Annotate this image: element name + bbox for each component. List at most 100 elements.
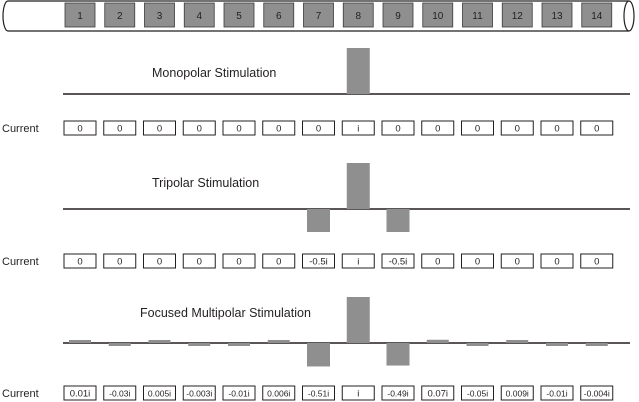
electrode-label: 1 xyxy=(77,11,83,22)
current-value-box xyxy=(500,385,534,401)
current-value-box xyxy=(341,385,375,401)
current-value: i xyxy=(357,124,359,135)
current-value-box xyxy=(500,120,534,136)
electrode-array-end-cap xyxy=(623,0,635,32)
current-value-box xyxy=(381,120,415,136)
current-bar-electrode-14 xyxy=(585,343,608,346)
current-value: -0.01i xyxy=(228,389,249,399)
current-value: 0 xyxy=(435,124,440,135)
current-value-box xyxy=(182,385,216,401)
current-value: 0 xyxy=(475,124,480,135)
current-value: -0.003i xyxy=(186,389,212,399)
current-value: 0 xyxy=(236,124,241,135)
current-value: 0 xyxy=(554,124,559,135)
current-value: 0 xyxy=(77,257,82,268)
current-value-box xyxy=(381,253,415,269)
current-value: 0 xyxy=(594,257,599,268)
current-value-box xyxy=(143,253,176,269)
current-bars-focused-multipolar xyxy=(69,297,608,367)
current-value-box xyxy=(421,385,455,401)
electrode-label: 4 xyxy=(196,11,202,22)
electrode-label: 3 xyxy=(157,11,163,22)
current-value-box xyxy=(222,385,256,401)
electrode-label: 7 xyxy=(316,11,322,22)
current-bar-electrode-13 xyxy=(546,343,568,346)
current-bar-electrode-5 xyxy=(228,343,250,346)
current-value: 0.07i xyxy=(427,389,448,400)
electrode-label: 13 xyxy=(551,11,563,22)
electrode-label: 6 xyxy=(276,11,282,22)
current-value: 0 xyxy=(475,257,480,268)
current-value: -0.05i xyxy=(467,389,488,399)
current-value-box xyxy=(540,385,574,401)
electrode-4 xyxy=(183,2,215,28)
current-value: 0.005i xyxy=(148,389,171,399)
current-value-box xyxy=(302,385,335,401)
electrode-6 xyxy=(263,2,295,28)
current-value: 0 xyxy=(197,124,202,135)
electrode-label: 9 xyxy=(395,11,401,22)
current-value: -0.03i xyxy=(109,389,130,399)
current-value: 0 xyxy=(515,124,520,135)
electrode-12 xyxy=(501,2,533,28)
current-value: i xyxy=(357,257,359,268)
current-bar-electrode-8 xyxy=(346,163,370,209)
electrode-1 xyxy=(64,2,96,28)
current-value-box xyxy=(540,120,574,136)
current-value-box xyxy=(580,120,614,136)
current-bar-electrode-8 xyxy=(346,297,370,343)
current-value: 0 xyxy=(554,257,559,268)
current-value: 0 xyxy=(117,257,122,268)
current-value: -0.01i xyxy=(546,389,567,399)
current-value-box xyxy=(421,253,455,269)
current-value: 0 xyxy=(395,124,400,135)
current-value-box xyxy=(461,120,494,136)
electrode-label: 5 xyxy=(236,11,242,22)
current-value-box xyxy=(381,385,415,401)
current-value: 0 xyxy=(236,257,241,268)
current-bar-electrode-6 xyxy=(267,340,290,343)
current-value-box xyxy=(63,385,97,401)
current-value-box xyxy=(103,253,137,269)
current-value-box xyxy=(580,385,614,401)
electrode-label: 11 xyxy=(472,11,483,22)
current-value: -0.5i xyxy=(389,257,407,268)
current-bars-monopolar xyxy=(346,48,370,94)
current-bar-electrode-7 xyxy=(307,209,330,232)
current-value-box xyxy=(222,253,256,269)
current-bar-electrode-4 xyxy=(188,343,211,346)
current-value-box xyxy=(302,253,335,269)
electrode-label: 2 xyxy=(117,11,123,22)
current-value: 0 xyxy=(594,124,599,135)
electrode-3 xyxy=(144,2,175,28)
current-value: -0.004i xyxy=(584,389,610,399)
current-value-box xyxy=(262,385,296,401)
electrode-label: 12 xyxy=(512,11,524,22)
current-bar-electrode-1 xyxy=(69,340,91,343)
electrode-10 xyxy=(422,2,454,28)
current-value-box xyxy=(262,120,296,136)
current-bars-tripolar xyxy=(307,163,410,232)
current-value: 0 xyxy=(157,257,162,268)
current-value-box xyxy=(143,120,176,136)
current-value: 0 xyxy=(515,257,520,268)
current-value-box xyxy=(262,253,296,269)
current-bar-electrode-9 xyxy=(386,343,410,366)
panel-title-monopolar: Monopolar Stimulation xyxy=(152,66,276,80)
electrode-2 xyxy=(104,2,136,28)
current-value-box xyxy=(103,120,137,136)
electrode-9 xyxy=(382,2,414,28)
current-value: 0 xyxy=(197,257,202,268)
current-value: 0 xyxy=(435,257,440,268)
panel-title-focused-multipolar: Focused Multipolar Stimulation xyxy=(140,306,311,320)
current-value-box xyxy=(341,253,375,269)
current-row-label: Current xyxy=(2,123,39,135)
current-value-box xyxy=(580,253,614,269)
current-bar-electrode-3 xyxy=(148,340,171,343)
